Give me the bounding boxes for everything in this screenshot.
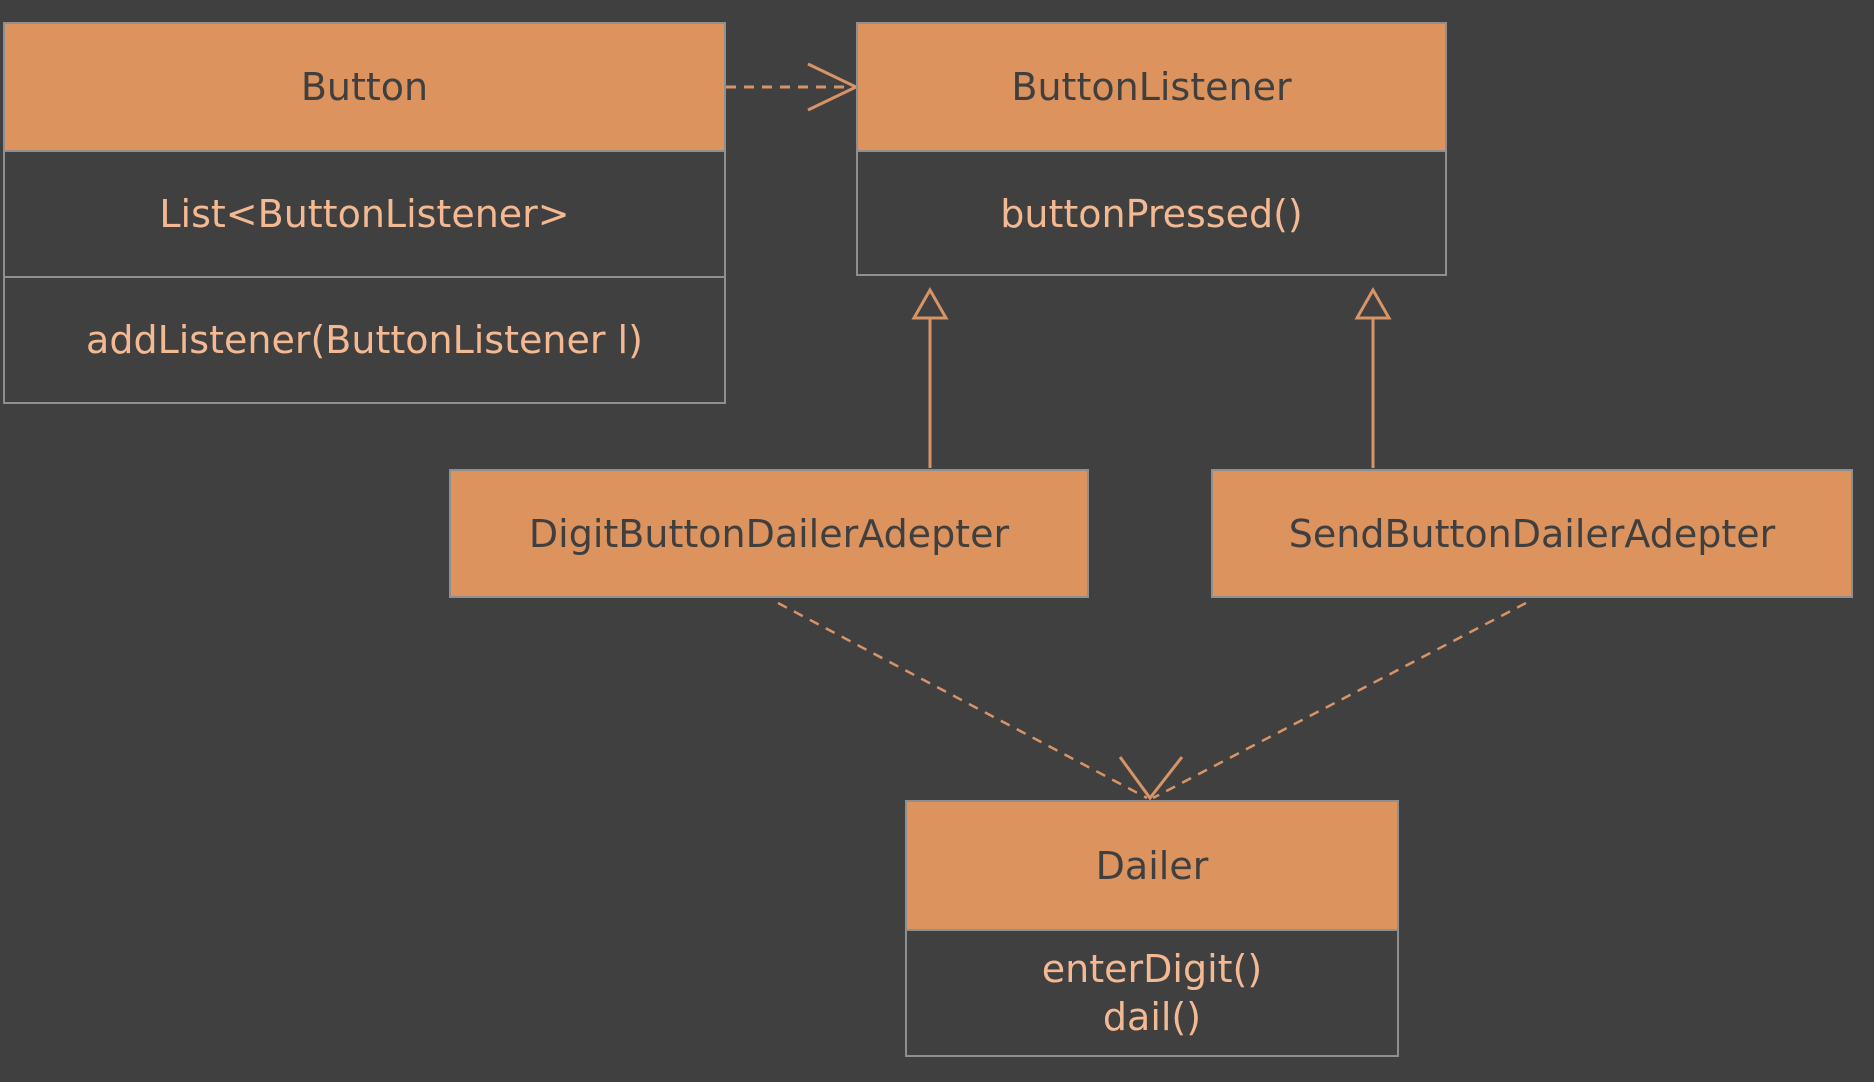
button-class-box: Button List<ButtonListener> addListener(… (3, 22, 726, 404)
dependency-line (777, 601, 1148, 800)
realization-send-adapter-to-button-listener (1354, 286, 1392, 468)
dailer-class-methods: enterDigit() dail() (907, 929, 1397, 1055)
send-button-dailer-adapter-class-box: SendButtonDailerAdepter (1211, 469, 1853, 598)
dependency-button-to-button-listener (726, 62, 860, 112)
realization-digit-adapter-to-button-listener (911, 286, 949, 468)
hollow-triangle-arrowhead (1354, 286, 1392, 320)
dailer-class-name: Dailer (907, 802, 1397, 929)
button-class-name: Button (5, 24, 724, 150)
button-listener-class-method: buttonPressed() (858, 150, 1445, 276)
digit-button-dailer-adapter-class-name: DigitButtonDailerAdepter (451, 471, 1087, 596)
dailer-method-enter-digit: enterDigit() (1041, 947, 1263, 991)
dependency-send-adapter-to-dailer (1152, 601, 1527, 800)
button-class-attribute: List<ButtonListener> (5, 150, 724, 276)
dailer-class-box: Dailer enterDigit() dail() (905, 800, 1399, 1057)
dependency-digit-adapter-to-dailer (777, 601, 1148, 800)
open-arrowhead (1118, 756, 1184, 801)
hollow-triangle-arrowhead (911, 286, 949, 320)
dailer-open-arrowhead (1118, 756, 1184, 801)
open-arrowhead (807, 62, 860, 112)
button-listener-class-name: ButtonListener (858, 24, 1445, 150)
digit-button-dailer-adapter-class-box: DigitButtonDailerAdepter (449, 469, 1089, 598)
send-button-dailer-adapter-class-name: SendButtonDailerAdepter (1213, 471, 1851, 596)
button-listener-class-box: ButtonListener buttonPressed() (856, 22, 1447, 276)
button-class-method: addListener(ButtonListener l) (5, 276, 724, 402)
dailer-method-dail: dail() (1102, 995, 1202, 1039)
dependency-line (1152, 601, 1527, 800)
